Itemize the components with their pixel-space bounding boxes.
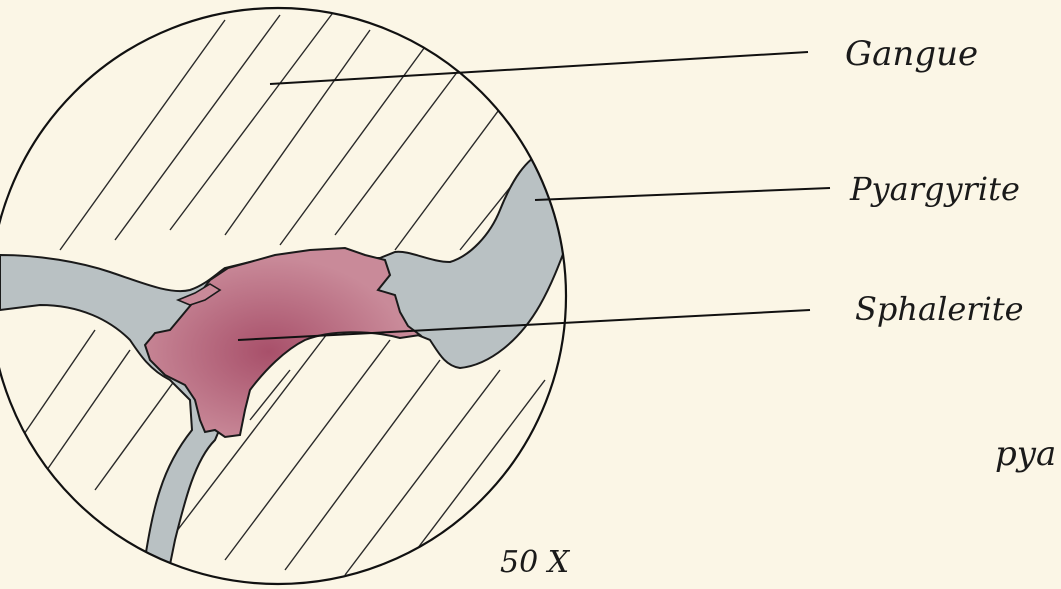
- partial-label: pya: [995, 434, 1056, 474]
- pyargyrite-region: [0, 150, 585, 589]
- sphalerite-label: Sphalerite: [855, 290, 1024, 328]
- gangue-label: Gangue: [845, 34, 978, 74]
- magnification-label: 50 X: [500, 545, 571, 580]
- pyargyrite-label: Pyargyrite: [849, 170, 1020, 208]
- sphalerite-region: [145, 248, 420, 437]
- pyargyrite-leader: [535, 188, 830, 200]
- field-of-view: [0, 10, 585, 589]
